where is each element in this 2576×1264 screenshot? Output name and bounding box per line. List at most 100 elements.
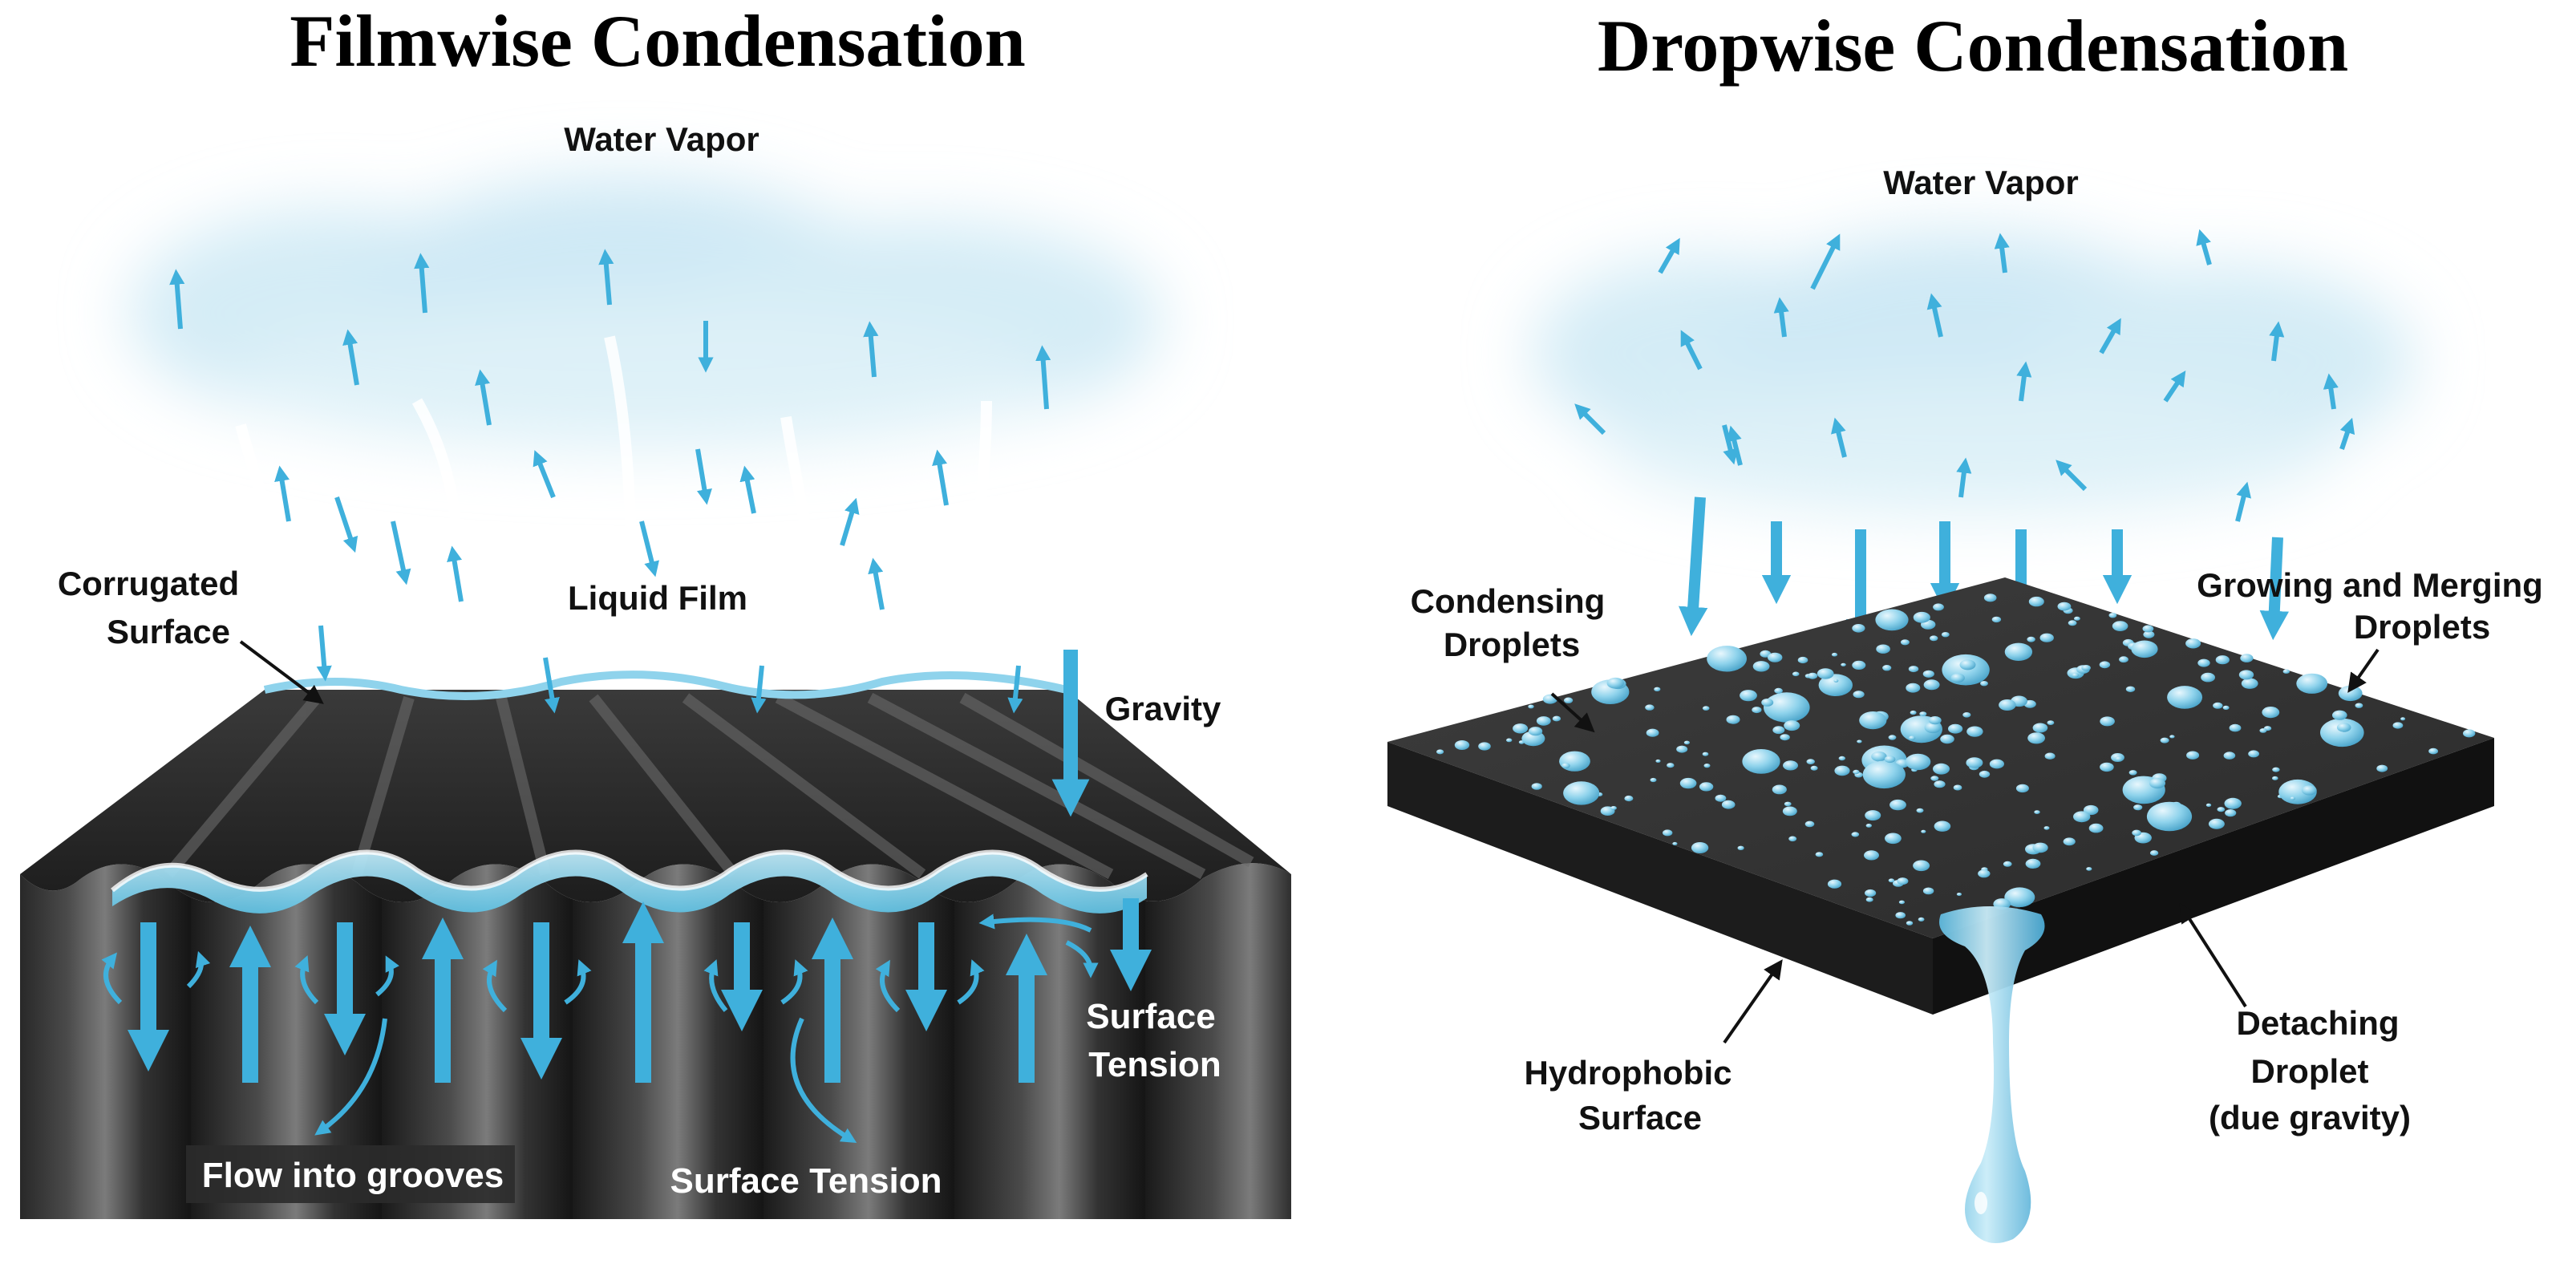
droplet [1552,715,1561,722]
droplet [2229,723,2242,732]
vapor-arrow [1810,233,1841,290]
droplet [2186,751,2200,760]
droplet [1667,763,1675,768]
droplet [1853,769,1860,775]
droplet [1933,603,1944,611]
droplet [1529,727,1543,736]
droplet [1980,681,1988,687]
droplet [1933,763,1950,775]
droplet [1699,782,1714,792]
droplet [1888,878,1895,883]
droplet [1934,780,1946,788]
droplet [2081,665,2091,671]
vapor-arrow [334,496,358,553]
droplet [1774,687,1783,694]
droplet [2208,818,2225,829]
droplet [1784,801,1792,807]
droplet [1454,740,1470,750]
droplet [2282,669,2290,674]
detaching-droplet-label-line1: Detaching [2236,1004,2399,1042]
filmwise-water-vapor-label: Water Vapor [564,120,759,158]
droplet [1782,806,1797,816]
droplet [1895,912,1906,919]
droplet [1862,760,1906,789]
droplet [1752,661,1770,672]
droplet [1784,720,1800,731]
droplet [1979,770,1991,778]
droplet [2131,640,2158,658]
droplet [1922,670,1934,678]
droplet [2149,778,2165,789]
droplet [2039,633,2054,642]
vapor-arrow [274,465,291,522]
droplet [1916,808,1924,813]
droplet [1875,609,1909,631]
droplet [1885,833,1902,845]
droplet [1876,644,1890,654]
droplet [2197,658,2210,667]
droplet [1772,726,1785,735]
droplet [2015,784,2029,793]
vapor-arrow [316,625,332,682]
droplet [1991,616,2002,623]
vapor-arrow [1773,297,1789,338]
droplet [2301,785,2317,796]
droplet [2169,735,2175,739]
droplet [1897,877,1909,885]
droplet [1853,691,1865,699]
droplet [1851,832,1860,837]
droplet [1908,735,1916,740]
droplet [1818,674,1853,696]
droplet [1610,806,1617,810]
vapor-arrow [2099,318,2121,354]
droplet [2296,673,2328,694]
droplet [1683,740,1690,745]
droplet [2392,722,2404,729]
filmwise-title: Filmwise Condensation [290,0,1026,82]
droplet [1624,795,1634,802]
droplet [1650,777,1657,783]
vapor-arrow [447,545,464,602]
droplet [2223,752,2236,760]
vapor-arrow [598,249,614,306]
vapor-arrow [1994,233,2010,273]
droplet [1707,646,1748,672]
droplet [2043,826,2050,830]
droplet [1889,799,1906,811]
droplet [2376,764,2388,772]
vapor-arrow [2163,371,2186,403]
droplet [2047,720,2055,725]
vapor-arrow [2016,361,2032,402]
droplet [2028,596,2044,607]
droplet [2086,867,2092,871]
droplet [1780,734,1790,741]
droplet [2217,807,2226,812]
droplet [2074,616,2080,621]
droplet [1950,673,1965,683]
surface-tension-bottom-label: Surface Tension [670,1161,942,1201]
droplet [2262,707,2280,719]
vapor-arrow [475,369,492,426]
droplet [1761,699,1774,707]
droplet [2088,823,2104,833]
droplet [2355,703,2363,708]
droplet [2119,656,2128,663]
droplet [2240,654,2254,662]
droplet [2073,811,2091,823]
detaching-droplet-label-line2: Droplet [2251,1052,2369,1090]
droplet [1506,738,1513,743]
droplet [2100,762,2114,772]
droplet [2032,842,2048,853]
detaching-droplet [1939,906,2045,1243]
droplet [2125,686,2136,692]
liquid-film [111,670,1148,914]
droplet [1865,810,1881,821]
vapor-arrow [1035,345,1051,410]
droplet [1910,710,1917,715]
droplet [1865,889,1877,897]
droplet [1740,690,1757,702]
droplet [1831,652,1838,657]
flow-into-grooves-label: Flow into grooves [202,1156,504,1195]
filmwise-vapor-arrows [169,249,1051,714]
